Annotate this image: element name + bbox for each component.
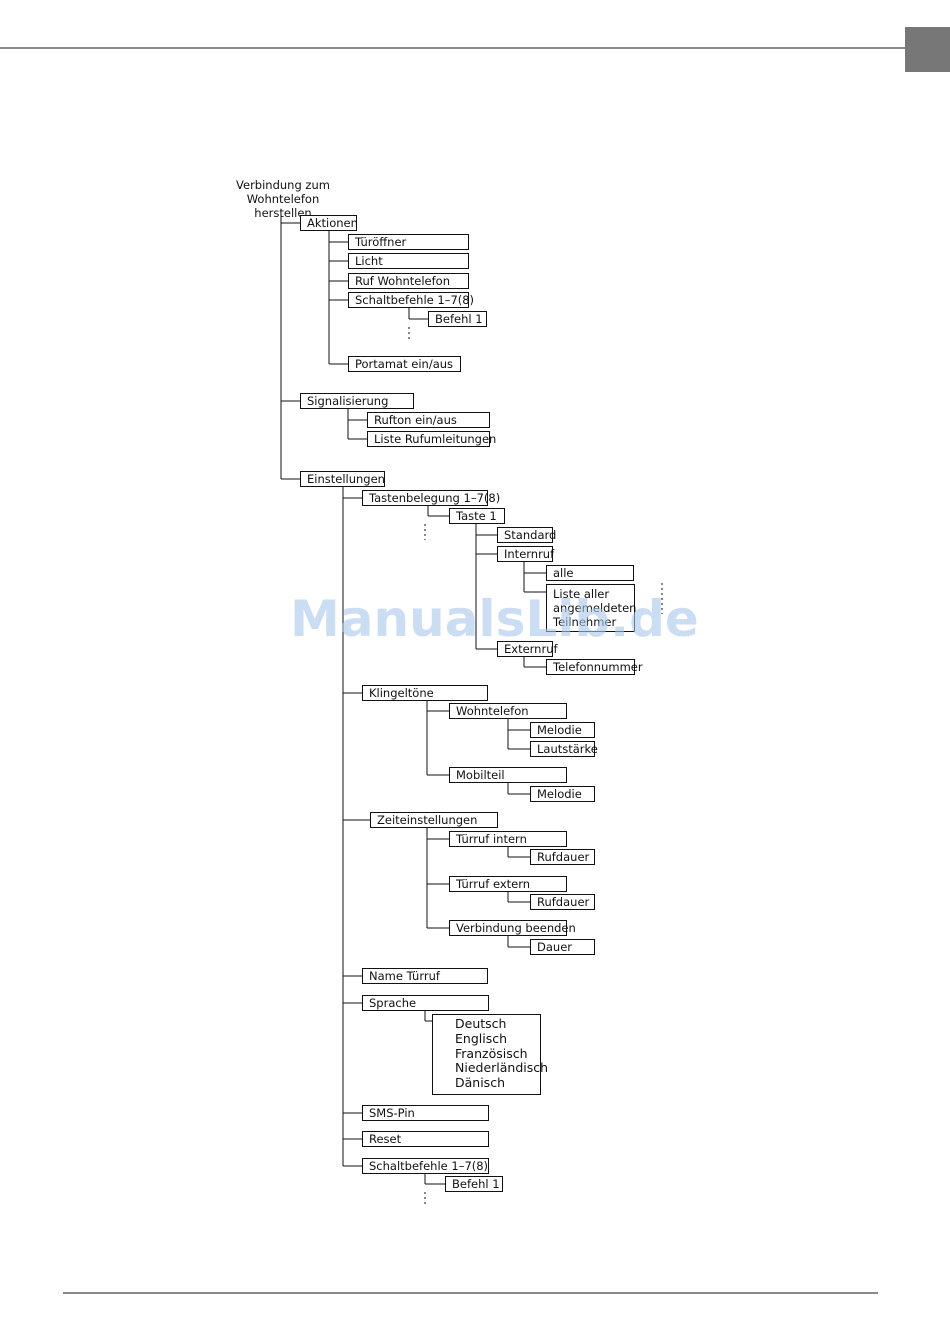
node-schaltbefehle-aktionen: Schaltbefehle 1–7(8) [348,292,474,308]
node-lautstaerke: Lautstärke [530,741,598,757]
node-klingeltoene: Klingeltöne [362,685,488,701]
root-title-line2: herstellen [254,206,312,220]
node-externruf: Externruf [497,641,558,657]
node-sms-pin: SMS-Pin [362,1105,489,1121]
node-signalisierung: Signalisierung [300,393,414,409]
node-dauer: Dauer [530,939,595,955]
node-internruf: Internruf [497,546,554,562]
sprache-option-1: Deutsch [455,1016,507,1031]
node-tuerruf-extern: Türruf extern [449,876,567,892]
node-taste1: Taste 1 [449,508,505,524]
node-alle: alle [546,565,634,581]
sprache-option-2: Englisch [455,1030,508,1046]
node-sprache: Sprache [362,995,489,1011]
node-befehl1-aktionen: Befehl 1 [428,311,487,327]
node-liste-aller: Liste aller angemeldeten Teilnehmer [546,584,637,632]
node-verbindung-beenden: Verbindung beenden [449,920,576,936]
node-reset: Reset [362,1131,489,1147]
node-rufdauer-extern: Rufdauer [530,894,595,910]
node-aktionen: Aktionen [300,215,358,231]
node-ruf-wohntelefon: Ruf Wohntelefon [348,273,469,289]
node-sprachen-liste: Deutsch Englisch Französisch Niederländi… [432,1014,549,1095]
node-name-tuerruf: Name Türruf [362,968,488,984]
liste-aller-line2: angemeldeten [553,601,637,615]
node-wohntelefon: Wohntelefon [449,703,567,719]
top-rule [0,47,905,49]
liste-aller-line1: Liste aller [553,587,610,601]
node-melodie-mobilteil: Melodie [530,786,595,802]
node-rufton: Rufton ein/aus [367,412,490,428]
tree-root-title: Verbindung zum Wohntelefon herstellen [203,178,363,220]
node-liste-rufumleitungen: Liste Rufumleitungen [367,431,496,447]
root-title-line1: Verbindung zum Wohntelefon [236,178,330,206]
node-tueroeffner: Türöffner [348,234,469,250]
node-einstellungen: Einstellungen [300,471,385,487]
liste-aller-line3: Teilnehmer [553,615,617,629]
sprache-option-4: Niederländisch [455,1060,549,1076]
sprache-option-5: Dänisch [455,1075,505,1091]
node-rufdauer-intern: Rufdauer [530,849,595,865]
node-befehl1-einstellungen: Befehl 1 [445,1176,503,1192]
bottom-rule [63,1292,878,1294]
node-telefonnummer: Telefonnummer [546,659,643,675]
node-zeiteinstellungen: Zeiteinstellungen [370,812,498,828]
node-mobilteil: Mobilteil [449,767,567,783]
node-melodie-wohntelefon: Melodie [530,722,595,738]
node-schaltbefehle-einstellungen: Schaltbefehle 1–7(8) [362,1158,489,1174]
node-tastenbelegung: Tastenbelegung 1–7(8) [362,490,500,506]
node-licht: Licht [348,253,469,269]
sprache-option-3: Französisch [455,1045,528,1061]
corner-block [905,27,950,72]
node-portamat: Portamat ein/aus [348,356,461,372]
watermark: ManualsLib.de [290,590,699,648]
node-standard: Standard [497,527,556,543]
node-tuerruf-intern: Türruf intern [449,831,567,847]
